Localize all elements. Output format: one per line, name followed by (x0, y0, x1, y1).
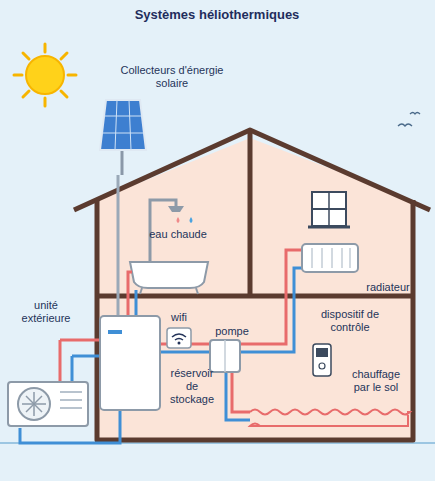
storage-tank-label: réservoir de stockage (170, 367, 214, 407)
outdoor-unit (8, 382, 88, 426)
bathtub (130, 200, 208, 294)
control-device-label: dispositif de contrôle (310, 308, 390, 334)
wifi-icon (167, 328, 191, 348)
storage-tank (100, 316, 160, 410)
radiator-label: radiateur (366, 281, 409, 294)
hot-water-label: eau chaude (149, 228, 207, 241)
birds (398, 113, 420, 127)
solar-collector-label: Collecteurs d'énergie solaire (120, 64, 225, 90)
outdoor-unit-label: unité extérieure (11, 299, 81, 325)
window (308, 192, 350, 227)
radiator (302, 244, 358, 272)
diagram-title: Systèmes héliothermiques (135, 7, 300, 23)
pump (210, 340, 240, 372)
floor-heating-label: chauffage par le sol (344, 368, 408, 394)
control-device (313, 344, 331, 376)
solar-panel (100, 100, 146, 175)
floor-heating-coil (250, 410, 410, 427)
sun (14, 44, 76, 106)
wifi-label: wifi (171, 311, 187, 324)
pump-label: pompe (215, 325, 249, 338)
house-outline (74, 130, 430, 440)
